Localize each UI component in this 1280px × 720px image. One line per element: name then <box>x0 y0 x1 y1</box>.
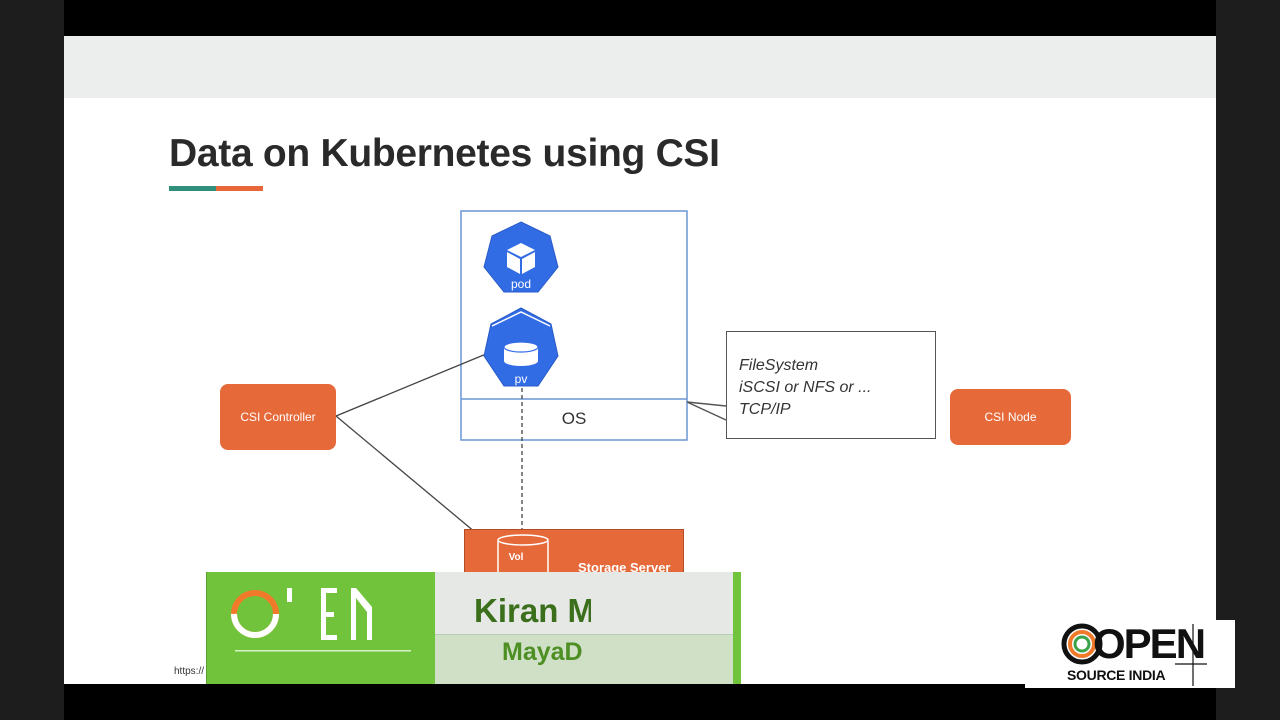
protocol-callout: FileSystem iSCSI or NFS or ... TCP/IP <box>726 331 936 439</box>
kubernetes-pod-icon: pod <box>483 221 559 293</box>
speaker-banner: Kiran M MayaD <box>206 572 741 684</box>
speaker-org: MayaD <box>502 638 583 666</box>
csi-controller-box: CSI Controller <box>220 384 336 450</box>
protocol-line-tcpip: TCP/IP <box>739 401 791 418</box>
open-source-india-logo: OPEN SOURCE INDIA <box>1025 620 1235 688</box>
node-box <box>460 210 688 441</box>
kubernetes-pv-icon: pv <box>483 307 559 387</box>
os-label: OS <box>561 409 587 428</box>
right-letterbox <box>1216 0 1280 720</box>
vol-label: Vol <box>509 552 524 563</box>
presentation-slide: Data on Kubernetes using CSI pod <box>64 36 1216 684</box>
banner-logo-panel <box>206 572 436 684</box>
storage-server-label: Storage Server <box>578 560 671 575</box>
title-underline <box>169 186 263 191</box>
protocol-line-iscsi: iSCSI or NFS or ... <box>739 379 872 396</box>
underline-orange <box>216 186 263 191</box>
left-letterbox <box>0 0 64 720</box>
speaker-name: Kiran M <box>474 592 591 629</box>
controller-to-pv-line <box>335 353 487 417</box>
banner-name-band <box>435 572 733 634</box>
protocol-line-filesystem: FileSystem <box>739 357 819 374</box>
pod-label: pod <box>511 277 531 291</box>
banner-edge <box>733 572 741 684</box>
pv-label: pv <box>515 372 528 386</box>
underline-teal <box>169 186 216 191</box>
slide-title: Data on Kubernetes using CSI <box>169 132 720 175</box>
osi-open-text: OPEN <box>1093 620 1206 667</box>
osi-subtitle: SOURCE INDIA <box>1067 667 1166 683</box>
banner-org-band <box>435 634 733 684</box>
osi-logo-mark-icon <box>1061 623 1207 686</box>
open-logo-partial-icon <box>231 588 411 652</box>
top-letterbox <box>64 0 1216 36</box>
url-fragment: https:// <box>174 666 205 677</box>
callout-pointer <box>686 401 727 421</box>
slide-header-band <box>64 36 1216 98</box>
bottom-letterbox <box>64 684 1216 720</box>
csi-node-box: CSI Node <box>950 389 1071 445</box>
